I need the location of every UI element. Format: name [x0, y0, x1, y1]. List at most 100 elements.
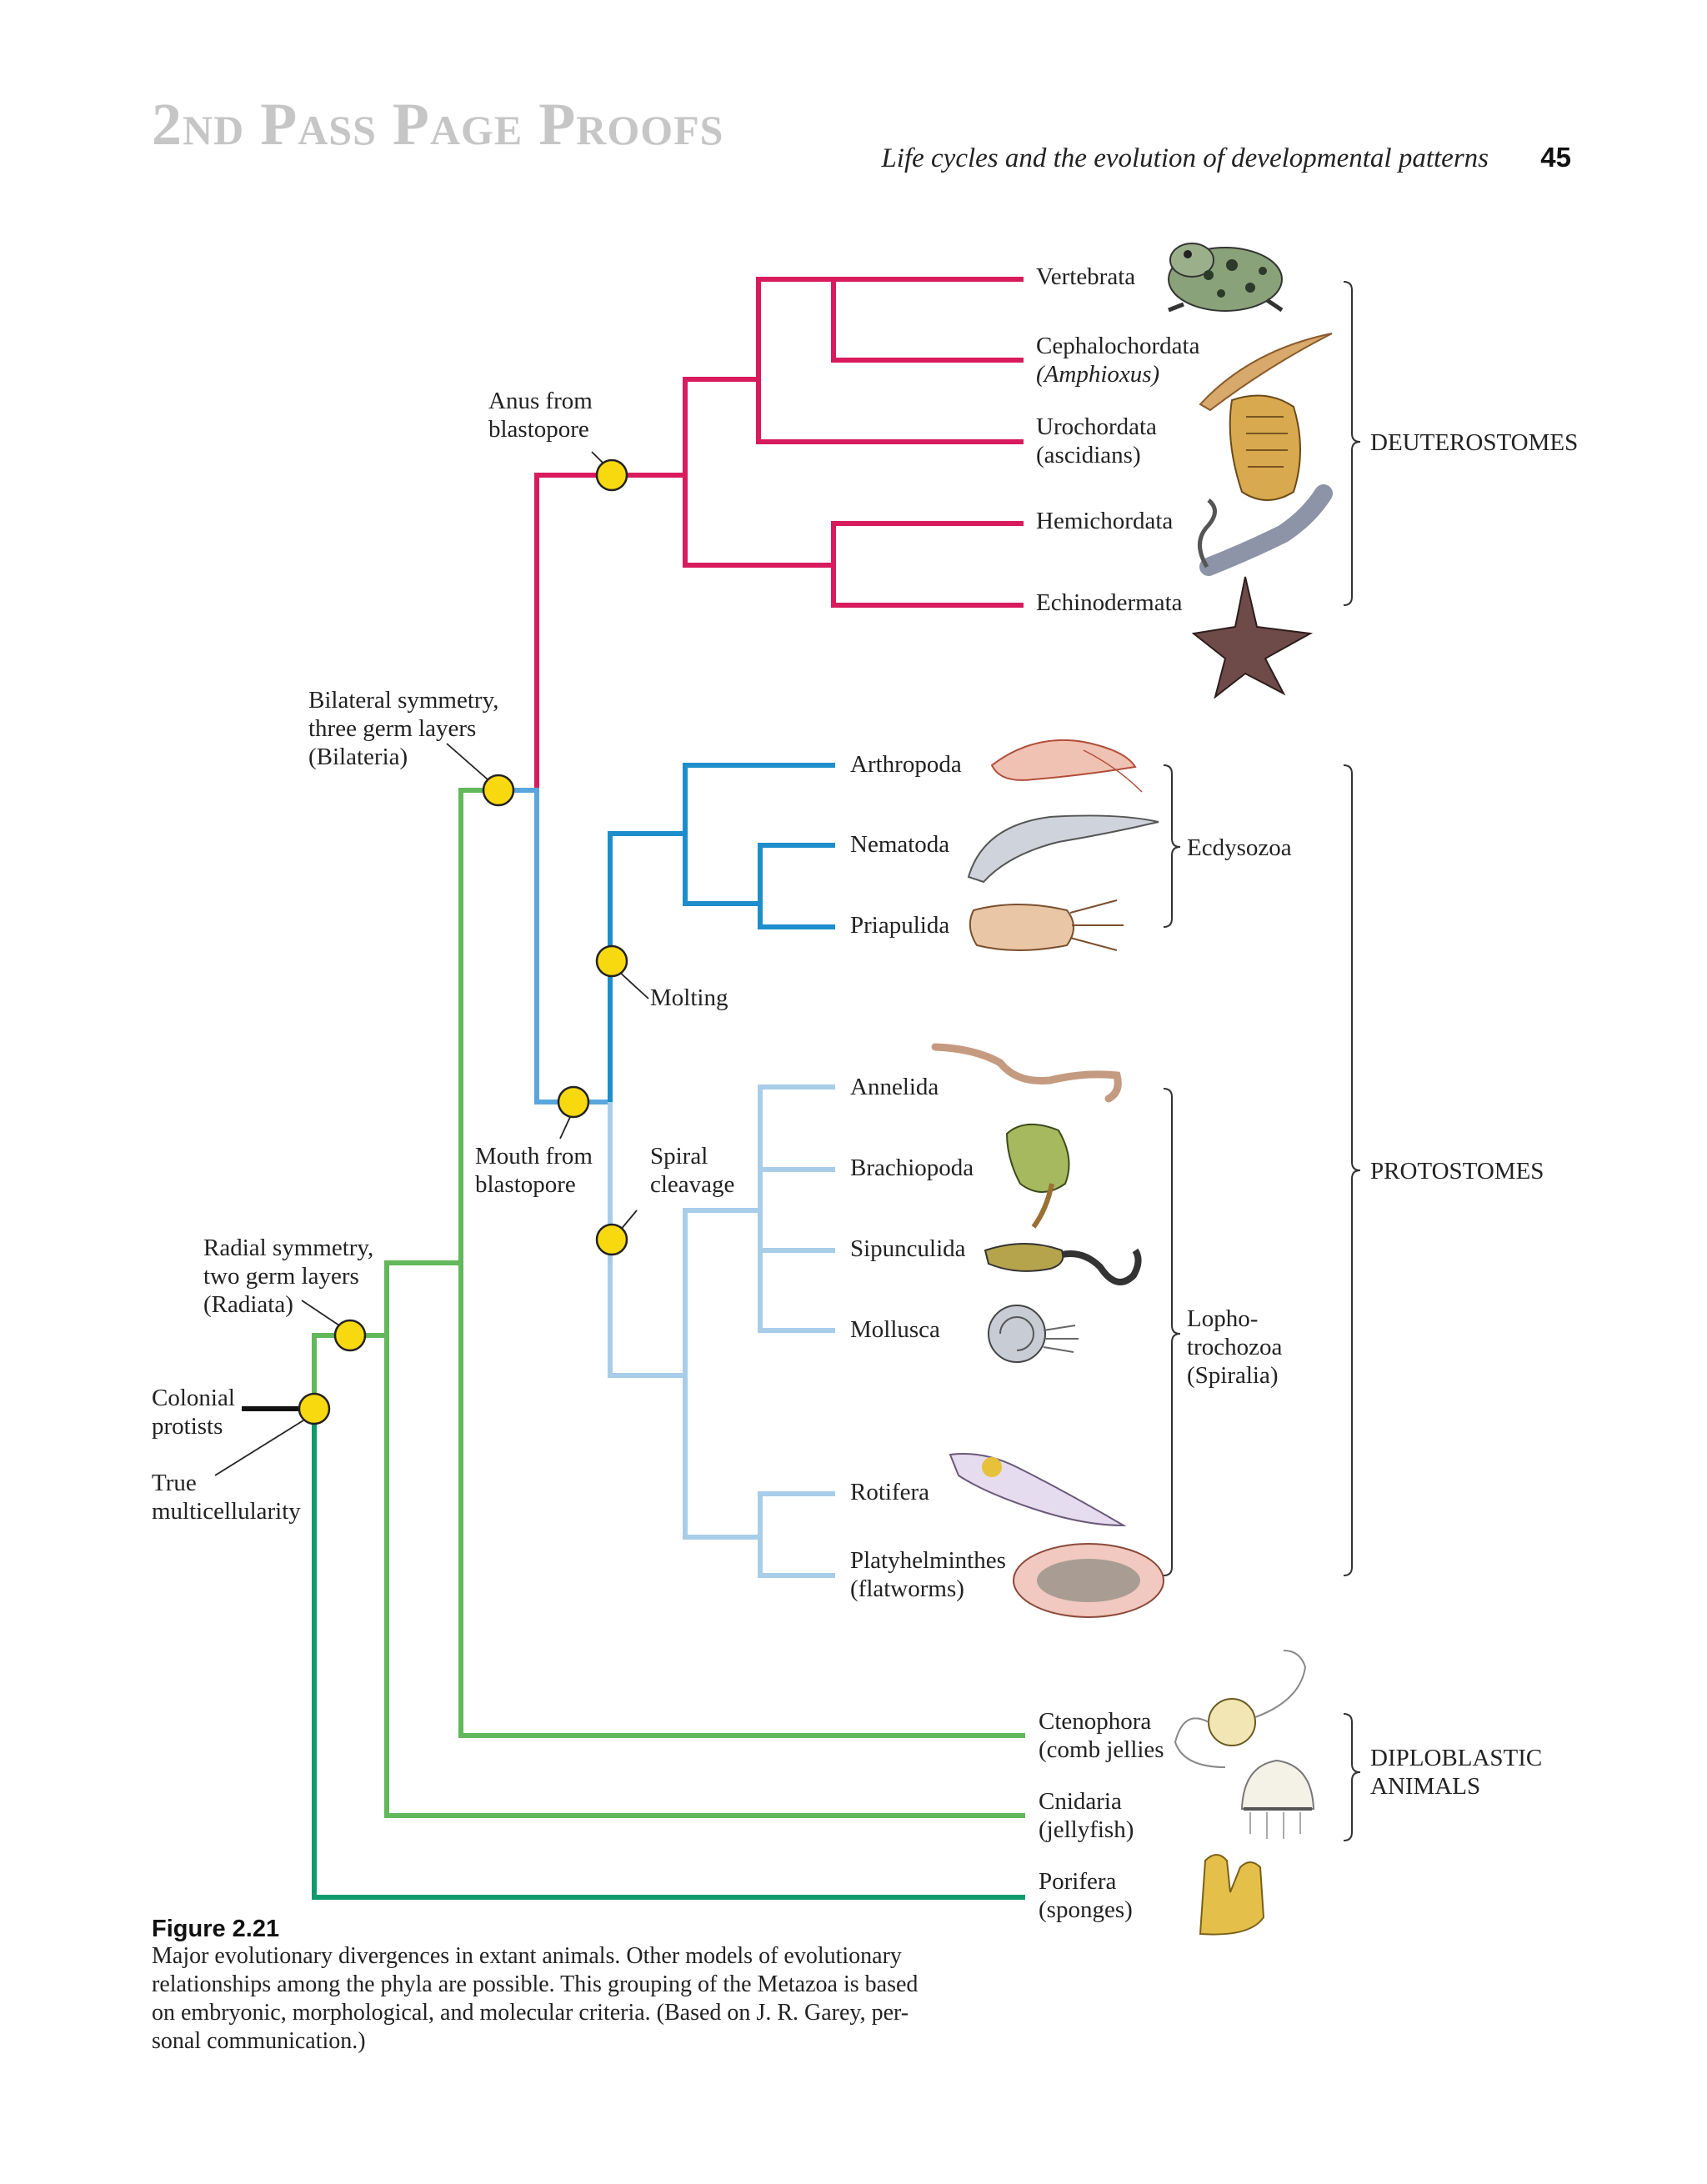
taxon-annelida: Annelida	[850, 1074, 939, 1100]
node-metazoa	[298, 1392, 331, 1425]
taxon-porifera-name: Porifera	[1039, 1868, 1117, 1895]
taxon-platyhelminthes-name: Platyhelminthes	[850, 1547, 1006, 1574]
taxon-brachiopoda: Brachiopoda	[850, 1155, 974, 1181]
deuterostome-branches	[498, 277, 1024, 793]
group-lophotrochozoa: Lopho-trochozoa(Spiralia)	[1187, 1305, 1282, 1390]
group-protostomes: PROTOSTOMES	[1370, 1158, 1544, 1185]
starfish-illustration	[1191, 576, 1314, 699]
bracket-protostomes	[1343, 764, 1361, 1576]
caption-line: relationships among the phyla are possib…	[152, 1971, 919, 1997]
node-label-radial: Radial symmetry,two germ layers(Radiata)	[203, 1234, 373, 1319]
taxon-urochordata: Urochordata(ascidians)	[1036, 413, 1157, 469]
taxon-ctenophora-name: Ctenophora	[1039, 1708, 1152, 1735]
radiata-branches	[312, 788, 1025, 1818]
node-label-mouth-line2: blastopore	[475, 1171, 576, 1198]
caption-line: on embryonic, morphological, and molecul…	[152, 2000, 909, 2026]
taxon-rotifera: Rotifera	[850, 1479, 930, 1505]
taxon-cnidaria-name: Cnidaria	[1039, 1788, 1122, 1815]
rotifer-illustration	[949, 1453, 1127, 1527]
lophotrochozoa-branches	[608, 1084, 835, 1578]
peanut-worm-illustration	[984, 1243, 1142, 1285]
lancelet-illustration	[1199, 333, 1333, 412]
taxon-cnidaria: Cnidaria(jellyfish)	[1039, 1787, 1134, 1844]
bracket-deuterostomes	[1343, 281, 1361, 606]
ecdysozoa-branches	[608, 763, 835, 1102]
group-lophotrochozoa-line2: trochozoa	[1187, 1334, 1283, 1360]
node-label-bilateral: Bilateral symmetry,three germ layers(Bil…	[308, 686, 498, 771]
brachiopod-illustration	[1005, 1123, 1070, 1229]
taxon-urochordata-name: Urochordata	[1036, 413, 1157, 440]
figure-title: Figure 2.21	[152, 1916, 280, 1942]
node-markers	[298, 458, 628, 1425]
node-mouth	[557, 1085, 590, 1119]
bracket-diploblastic	[1343, 1713, 1361, 1841]
caption-line: Major evolutionary divergences in extant…	[152, 1943, 902, 1969]
group-diploblastic-line1: DIPLOBLASTIC	[1370, 1745, 1543, 1771]
node-label-radial-line3: (Radiata)	[203, 1291, 293, 1318]
bracket-ecdysozoa	[1163, 764, 1181, 928]
taxon-arthropoda: Arthropoda	[850, 751, 962, 778]
taxon-priapulida: Priapulida	[850, 912, 950, 939]
node-label-radial-line1: Radial symmetry,	[203, 1235, 374, 1261]
taxon-cephalochordata-name: Cephalochordata	[1036, 333, 1200, 359]
node-molting	[595, 944, 628, 978]
node-label-colonial-line2: protists	[152, 1413, 223, 1440]
priapulid-illustration	[969, 899, 1124, 951]
taxon-nematoda: Nematoda	[850, 831, 950, 858]
node-bilateria	[482, 774, 515, 807]
comb-jelly-illustration	[1174, 1650, 1307, 1768]
taxon-vertebrata: Vertebrata	[1036, 263, 1136, 290]
taxon-cnidaria-common: (jellyfish)	[1039, 1816, 1134, 1843]
node-label-spiral-line2: cleavage	[650, 1171, 735, 1198]
metazoa-root	[312, 1409, 1025, 1900]
node-label-multicellularity-line2: multicellularity	[152, 1498, 301, 1525]
running-title: Life cycles and the evolution of develop…	[881, 143, 1489, 173]
taxon-echinodermata: Echinodermata	[1036, 589, 1183, 616]
taxon-ctenophora: Ctenophora(comb jellies	[1039, 1707, 1164, 1764]
node-label-colonial-line1: Colonial	[152, 1385, 235, 1411]
group-lophotrochozoa-line3: (Spiralia)	[1187, 1362, 1279, 1389]
node-label-radial-line2: two germ layers	[203, 1263, 359, 1290]
node-label-spiral-line1: Spiral	[650, 1143, 708, 1170]
node-label-mouth-line1: Mouth from	[475, 1143, 593, 1170]
taxon-porifera: Porifera(sponges)	[1039, 1867, 1133, 1924]
caption-line: sonal communication.)	[152, 2028, 366, 2054]
taxon-cephalochordata: Cephalochordata(Amphioxus)	[1036, 332, 1199, 388]
page-number: 45	[1540, 142, 1571, 173]
annelid-illustration	[931, 1043, 1122, 1103]
taxon-cephalochordata-common: (Amphioxus)	[1036, 361, 1160, 388]
taxon-sipunculida: Sipunculida	[850, 1235, 966, 1262]
proof-stamp: 2nd Pass Page Proofs	[152, 91, 724, 158]
node-label-anus-line2: blastopore	[488, 416, 589, 443]
node-label-bilateral-line2: three germ layers	[308, 715, 477, 742]
node-label-bilateral-line3: (Bilateria)	[308, 744, 408, 770]
sea-squirt-illustration	[1229, 394, 1301, 501]
flatworm-illustration	[1013, 1543, 1164, 1618]
group-brackets	[1163, 281, 1361, 1841]
node-spiral	[595, 1223, 628, 1256]
taxon-platyhelminthes-common: (flatworms)	[850, 1575, 964, 1602]
node-label-bilateral-line1: Bilateral symmetry,	[308, 687, 499, 714]
label-pointers	[214, 451, 649, 1476]
node-label-multicellularity-line1: True	[152, 1470, 197, 1496]
node-anus	[595, 458, 628, 492]
group-diploblastic-line2: ANIMALS	[1370, 1773, 1481, 1800]
node-radiata	[333, 1319, 367, 1352]
bracket-lophotrochozoa	[1163, 1088, 1181, 1576]
acorn-worm-illustration	[1198, 484, 1333, 576]
figure-caption: Major evolutionary divergences in extant…	[152, 1942, 1002, 2056]
frog-illustration	[1168, 243, 1284, 313]
taxon-mollusca: Mollusca	[850, 1316, 940, 1343]
shrimp-illustration	[990, 739, 1143, 793]
taxon-porifera-common: (sponges)	[1039, 1896, 1133, 1923]
group-lophotrochozoa-line1: Lopho-	[1187, 1305, 1259, 1332]
sponge-illustration	[1199, 1854, 1265, 1936]
taxon-urochordata-common: (ascidians)	[1036, 442, 1141, 468]
